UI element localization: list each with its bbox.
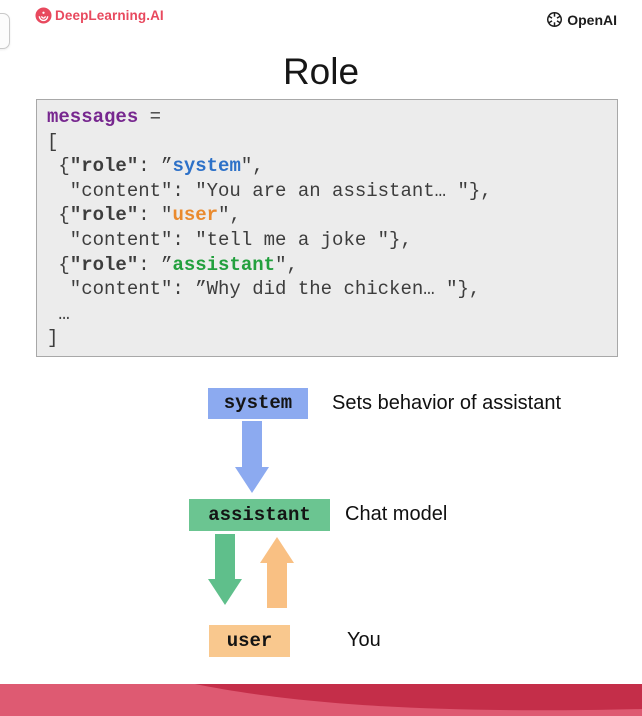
arrow-assistant-to-user (208, 534, 242, 605)
diagram-node-assistant: assistant (189, 499, 330, 531)
code-line: {"role": ”assistant", (47, 253, 298, 276)
code-line: {"role": "user", (47, 204, 241, 227)
code-line: ] (47, 327, 59, 350)
page-title: Role (282, 51, 360, 92)
code-block: messages =[ {"role": ”system", "content"… (36, 99, 618, 357)
deeplearning-ai-logo: DeepLearning.AI (35, 7, 164, 24)
openai-label: OpenAI (567, 11, 617, 28)
code-line: "content": "You are an assistant… "}, (47, 179, 492, 202)
assistant-description: Chat model (345, 503, 448, 525)
code-line: {"role": ”system", (47, 155, 264, 178)
arrow-system-to-assistant (235, 421, 269, 493)
diagram-node-user: user (209, 625, 290, 657)
arrow-user-to-assistant (260, 537, 294, 608)
openai-icon (547, 12, 563, 27)
code-line: "content": ”Why did the chicken… "}, (47, 278, 481, 301)
diagram-node-system: system (208, 388, 308, 419)
code-line: messages = (47, 106, 162, 128)
code-line: … (47, 302, 70, 325)
user-description: You (347, 629, 381, 651)
code-line: "content": "tell me a joke "}, (47, 228, 412, 251)
deeplearning-ai-label: DeepLearning.AI (55, 8, 164, 23)
system-description: Sets behavior of assistant (332, 392, 562, 414)
code-line: [ (47, 130, 59, 153)
openai-logo: OpenAI (546, 11, 617, 28)
footer-wave-band (0, 684, 642, 716)
deeplearning-ai-icon (35, 7, 52, 24)
left-edge-tab (0, 13, 10, 49)
